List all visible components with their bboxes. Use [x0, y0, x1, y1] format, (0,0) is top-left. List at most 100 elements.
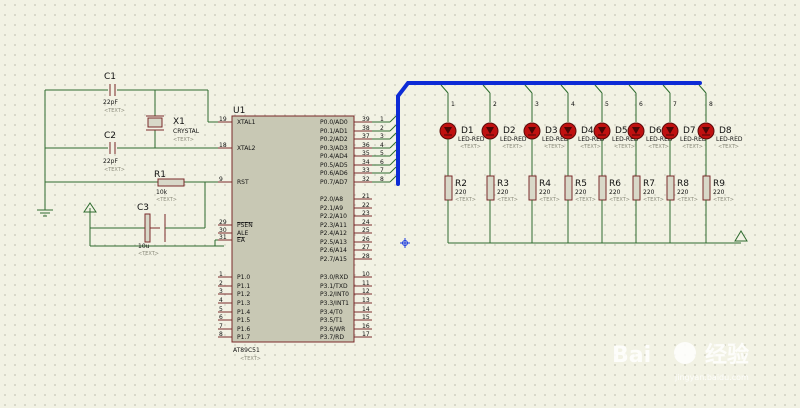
led-text: <TEXT>	[718, 144, 739, 150]
bus-entry	[560, 84, 569, 94]
mcu-pin-number: 24	[362, 219, 370, 226]
mcu-pin-number: 5	[219, 306, 223, 313]
mcu-pin-number: 8	[219, 331, 223, 338]
watermark-brand2: 经验	[705, 342, 749, 368]
mcu-pin-name: P2.7/A15	[320, 256, 347, 263]
mcu-pin-name: P2.2/A10	[320, 213, 347, 220]
resistor-text: <TEXT>	[455, 197, 476, 203]
resistor-value: 220	[609, 189, 621, 196]
resistor-text: <TEXT>	[539, 197, 560, 203]
bus-wire-label: 6	[380, 159, 384, 166]
r1-text: <TEXT>	[156, 197, 177, 203]
bus-entry	[662, 84, 671, 94]
capacitor-c1[interactable]: C1 22pF <TEXT>	[103, 72, 125, 114]
crystal-x1[interactable]: X1 CRYSTAL <TEXT>	[146, 115, 200, 143]
mcu-pin-name: P0.7/AD7	[320, 179, 348, 186]
resistor-ref: R3	[497, 179, 509, 189]
bus-entry	[440, 84, 449, 94]
mcu-pin-number: 33	[362, 167, 370, 174]
led-text: <TEXT>	[682, 144, 703, 150]
mcu-pin-number: 25	[362, 227, 370, 234]
mcu-pin-number: 4	[219, 297, 223, 304]
led-ref: D6	[649, 126, 662, 136]
mcu-pin-number: 35	[362, 150, 370, 157]
mcu-pin-name: P1.0	[237, 274, 250, 281]
mcu-pin-number: 28	[362, 253, 370, 260]
bus-wire-label: 4	[380, 142, 384, 149]
mcu-pin-number: 23	[362, 210, 370, 217]
mcu-text: <TEXT>	[240, 356, 261, 362]
bus-entry	[594, 84, 603, 94]
led-ref: D1	[461, 126, 474, 136]
led-text: <TEXT>	[460, 144, 481, 150]
mcu-pin-number: 26	[362, 236, 370, 243]
capacitor-c2[interactable]: C2 22pF <TEXT>	[103, 131, 125, 173]
mcu-pin-name: P0.4/AD4	[320, 153, 348, 160]
mcu-pin-name: P2.4/A12	[320, 230, 347, 237]
mcu-pin-number: 14	[362, 306, 370, 313]
capacitor-c3[interactable]: C3 10u <TEXT>	[137, 203, 170, 257]
bus-wire-label: 2	[493, 101, 497, 108]
mcu-pin-number: 11	[362, 280, 370, 287]
led-value: LED-RED	[500, 136, 527, 143]
mcu-pin-name: P1.7	[237, 334, 250, 341]
mcu-pin-number: 29	[219, 219, 227, 226]
mcu-pin-name: P1.5	[237, 317, 250, 324]
mcu-pin-name: P3.7/RD	[320, 334, 344, 341]
bus-wire-label: 8	[709, 101, 713, 108]
bus-wire-label: 6	[639, 101, 643, 108]
x1-value: CRYSTAL	[173, 128, 200, 135]
led-return-rail	[448, 230, 748, 244]
cursor-marker	[400, 238, 410, 248]
mcu-pin-number: 19	[219, 116, 227, 123]
mcu-pin-name: P3.1/TXD	[320, 283, 348, 290]
mcu-pin-name: P2.0/A8	[320, 196, 343, 203]
mcu-pin-number: 15	[362, 314, 370, 321]
led-ref: D8	[719, 126, 732, 136]
mcu-pin-name: ALE	[237, 230, 248, 237]
resistor-value: 220	[643, 189, 655, 196]
mcu-pin-number: 17	[362, 331, 370, 338]
resistor-r1[interactable]: R1 10k <TEXT>	[154, 170, 185, 203]
resistor-ref: R2	[455, 179, 467, 189]
mcu-pin-number: 36	[362, 142, 370, 149]
mcu-pin-name: P0.6/AD6	[320, 170, 348, 177]
led-ref: D7	[683, 126, 696, 136]
mcu-body[interactable]	[231, 115, 355, 343]
mcu-pin-name: P2.3/A11	[320, 222, 347, 229]
mcu-pin-name: P0.2/AD2	[320, 136, 348, 143]
mcu-pin-name: P0.5/AD5	[320, 162, 348, 169]
mcu-pin-number: 2	[219, 280, 223, 287]
mcu-pin-number: 37	[362, 133, 370, 140]
watermark-url: jingyan.baidu.com	[674, 373, 749, 382]
bus-entry	[389, 175, 397, 183]
resistor-ref: R8	[677, 179, 689, 189]
mcu-pin-name: PSEN	[237, 222, 253, 229]
led-value: LED-RED	[612, 136, 639, 143]
c3-value: 10u	[138, 243, 150, 250]
mcu-part: AT89C51	[233, 347, 260, 354]
